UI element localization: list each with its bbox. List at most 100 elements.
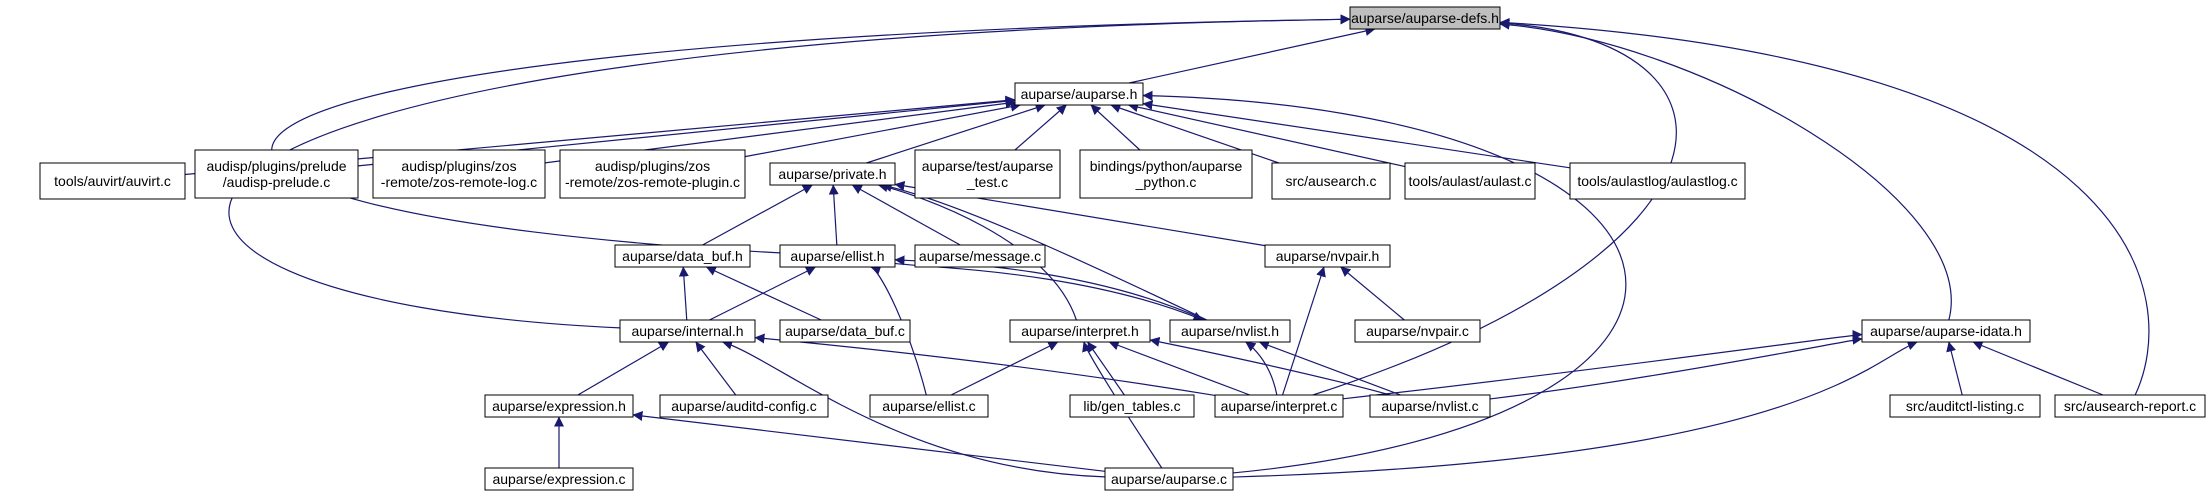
node-box [1349, 6, 1501, 30]
edge-line [1232, 340, 1918, 478]
edge-ellisth-to-nvlisth [894, 262, 1204, 322]
edge-auparsec-to-exprh [632, 411, 1106, 472]
node-auvirt[interactable]: tools/auvirt/auvirt.c [39, 162, 186, 200]
node-box [1569, 162, 1746, 200]
node-auparse_h[interactable]: auparse/auparse.h [1014, 82, 1144, 106]
node-pyc[interactable]: bindings/python/auparse_python.c [1079, 149, 1253, 199]
node-box [372, 149, 546, 199]
node-box [869, 394, 989, 418]
edge-interph-to-private [877, 182, 1077, 321]
node-ausearchrep[interactable]: src/ausearch-report.c [2054, 394, 2206, 418]
node-zoslog[interactable]: audisp/plugins/zos-remote/zos-remote-log… [372, 149, 546, 199]
edge-line [1946, 341, 1963, 396]
edge-line [678, 266, 689, 321]
edge-line [1499, 19, 1952, 321]
edge-line [1108, 340, 1251, 396]
node-prelude[interactable]: audisp/plugins/prelude/audisp-prelude.c [194, 149, 359, 199]
edge-line [1972, 340, 2104, 396]
edge-line [632, 411, 1106, 472]
edge-line [866, 103, 1046, 164]
node-zosplugin[interactable]: audisp/plugins/zos-remote/zos-remote-plu… [559, 149, 746, 199]
node-label: auparse/ellist.h [790, 248, 884, 264]
edge-nvlistc-to-nvlisth [1258, 340, 1401, 396]
node-label: audisp/plugins/prelude [206, 158, 346, 174]
edge-line [877, 182, 1077, 321]
node-label: tools/auvirt/auvirt.c [54, 173, 171, 189]
node-idata[interactable]: auparse/auparse-idata.h [1861, 319, 2031, 343]
node-testc[interactable]: auparse/test/auparse_test.c [914, 149, 1061, 199]
node-label: lib/gen_tables.c [1083, 398, 1180, 414]
edge-auditctl-to-idata [1946, 341, 1963, 396]
node-private[interactable]: auparse/private.h [769, 162, 896, 186]
node-auditd[interactable]: auparse/auditd-config.c [659, 394, 829, 418]
edge-aulastlog-to-auparse_h [1142, 100, 1571, 169]
node-box [484, 467, 634, 491]
node-box [1169, 319, 1291, 343]
node-interpc[interactable]: auparse/interpret.c [1214, 394, 1344, 418]
edge-zosplugin-to-auparse_h [744, 101, 1021, 158]
node-internal[interactable]: auparse/internal.h [619, 319, 756, 343]
node-box [914, 244, 1046, 268]
edges-layer [184, 14, 2150, 478]
edge-auparsec-to-internal [722, 340, 1106, 478]
node-exprc[interactable]: auparse/expression.c [484, 467, 634, 491]
edge-line [881, 182, 1208, 321]
node-box [1014, 82, 1144, 106]
node-box [914, 149, 1061, 199]
node-label: auparse/auditd-config.c [671, 398, 817, 414]
node-box [614, 244, 751, 268]
edge-testc-to-auparse_h [1014, 104, 1067, 151]
node-defs[interactable]: auparse/auparse-defs.h [1349, 6, 1501, 30]
node-databufh[interactable]: auparse/data_buf.h [614, 244, 751, 268]
edge-internal-to-databufh [678, 266, 689, 321]
node-box [1271, 162, 1391, 200]
edge-nvlistc-to-interph [1149, 336, 1391, 396]
edge-line [870, 265, 927, 396]
node-box [194, 149, 359, 199]
edge-auditd-to-internal [695, 341, 737, 396]
node-nvpairc[interactable]: auparse/nvpair.c [1354, 319, 1481, 343]
node-auparsec[interactable]: auparse/auparse.c [1104, 467, 1234, 491]
node-nvlisth[interactable]: auparse/nvlist.h [1169, 319, 1291, 343]
edge-databufh-to-private [702, 184, 813, 246]
node-auditctl[interactable]: src/auditctl-listing.c [1889, 394, 2041, 418]
node-message[interactable]: auparse/message.c [914, 244, 1046, 268]
node-nvpairh[interactable]: auparse/nvpair.h [1264, 244, 1391, 268]
edge-message-to-private [851, 184, 961, 246]
edge-line [1127, 102, 1406, 168]
node-ellisth[interactable]: auparse/ellist.h [779, 244, 896, 268]
node-box [1069, 394, 1195, 418]
edge-interpc-to-nvpairh [1281, 266, 1326, 396]
edge-line [1142, 100, 1571, 169]
node-box [1861, 319, 2031, 343]
edge-nvlistc-to-idata [1489, 334, 1863, 400]
node-interph[interactable]: auparse/interpret.h [1009, 319, 1151, 343]
node-label: src/ausearch-report.c [2064, 398, 2196, 414]
edge-line [744, 101, 1021, 158]
node-exprh[interactable]: auparse/expression.h [484, 394, 634, 418]
edge-line [894, 262, 1204, 322]
edge-line [1340, 266, 1405, 321]
node-box [1009, 319, 1151, 343]
node-ellistc[interactable]: auparse/ellist.c [869, 394, 989, 418]
edge-ellisth-to-private [828, 184, 839, 246]
edge-auparsec-to-idata [1232, 340, 1918, 478]
node-databufc[interactable]: auparse/data_buf.c [779, 319, 911, 343]
edge-line [828, 184, 839, 246]
edge-line [1142, 90, 1627, 474]
node-nvlistc[interactable]: auparse/nvlist.c [1369, 394, 1491, 418]
edge-line [1128, 26, 1376, 84]
node-gentables[interactable]: lib/gen_tables.c [1069, 394, 1195, 418]
node-aulast[interactable]: tools/aulast/aulast.c [1404, 162, 1536, 200]
node-label: auparse/internal.h [631, 323, 743, 339]
node-box [1889, 394, 2041, 418]
edge-line [722, 340, 1106, 478]
edge-line [1489, 334, 1863, 400]
node-aulastlog[interactable]: tools/aulastlog/aulastlog.c [1569, 162, 1746, 200]
edge-line [1499, 17, 2150, 396]
node-box [484, 394, 634, 418]
edge-nvlisth-to-ellisth [894, 255, 1206, 321]
node-label: auparse/auparse-idata.h [1870, 323, 2022, 339]
node-ausearch[interactable]: src/ausearch.c [1271, 162, 1391, 200]
